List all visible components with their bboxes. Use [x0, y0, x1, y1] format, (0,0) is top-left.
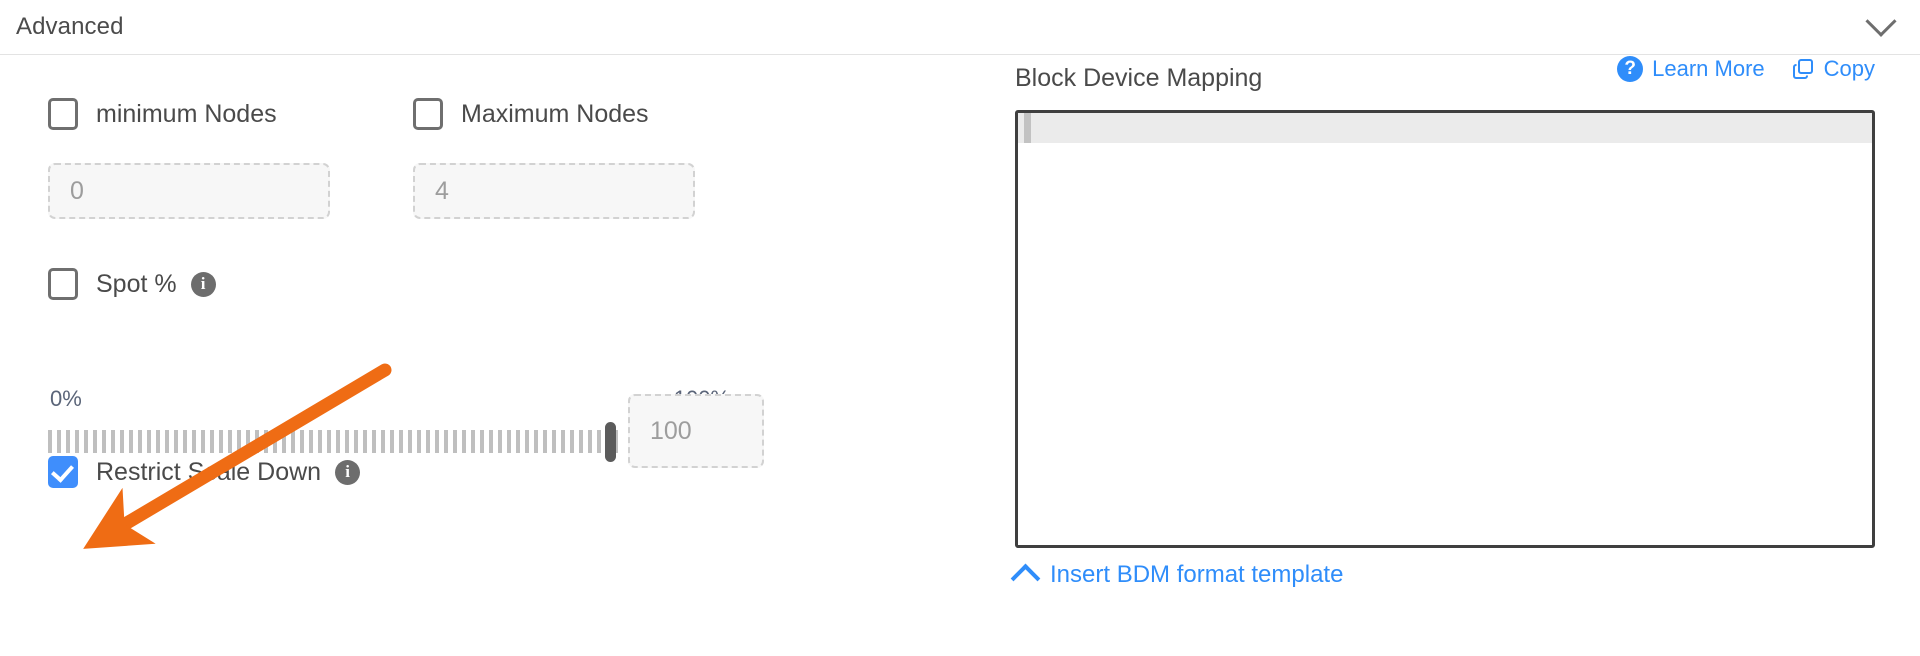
maximum-nodes-row: Maximum Nodes: [413, 98, 649, 130]
info-icon[interactable]: i: [190, 271, 216, 297]
slider-thumb[interactable]: [605, 422, 616, 462]
minimum-nodes-input[interactable]: [48, 163, 330, 219]
info-icon[interactable]: i: [335, 459, 361, 485]
collapse-section-button[interactable]: [1864, 5, 1898, 44]
maximum-nodes-input[interactable]: [413, 163, 695, 219]
restrict-scale-down-label: Restrict Scale Down: [96, 457, 322, 486]
spot-percent-label: Spot %: [96, 269, 177, 298]
spot-percent-slider[interactable]: [48, 422, 618, 462]
slider-min-label: 0%: [50, 386, 82, 411]
spot-percent-row: Spot % i: [48, 268, 216, 300]
insert-bdm-template-link[interactable]: Insert BDM format template: [1010, 561, 1344, 593]
copy-icon: [1791, 57, 1815, 81]
chevron-up-icon: [1010, 563, 1041, 593]
bdm-title: Block Device Mapping: [1015, 63, 1263, 92]
question-circle-icon: ?: [1617, 56, 1644, 82]
page-title: Advanced: [16, 13, 124, 40]
minimum-nodes-checkbox[interactable]: [48, 98, 78, 130]
learn-more-link[interactable]: ? Learn More: [1617, 56, 1765, 82]
advanced-section-header[interactable]: Advanced: [0, 0, 1920, 55]
bdm-header: Block Device Mapping ? Learn More Copy: [1015, 56, 1875, 100]
advanced-section-body: minimum Nodes Maximum Nodes Spot % i Res…: [0, 56, 1920, 656]
chevron-down-icon: [1865, 5, 1897, 37]
bdm-editor-textarea[interactable]: [1038, 115, 1862, 539]
insert-bdm-template-label: Insert BDM format template: [1050, 561, 1344, 588]
slider-ticks: [48, 430, 618, 453]
editor-gutter: [1024, 113, 1031, 143]
maximum-nodes-label: Maximum Nodes: [461, 99, 649, 128]
bdm-editor-box[interactable]: [1015, 110, 1875, 548]
bdm-actions: ? Learn More Copy: [1617, 56, 1875, 82]
learn-more-label: Learn More: [1652, 56, 1765, 81]
copy-label: Copy: [1823, 56, 1875, 81]
minimum-nodes-row: minimum Nodes: [48, 98, 277, 130]
copy-button[interactable]: Copy: [1791, 56, 1875, 82]
spot-percent-value-input[interactable]: [628, 394, 764, 468]
maximum-nodes-checkbox[interactable]: [413, 98, 443, 130]
restrict-scale-down-checkbox[interactable]: [48, 456, 78, 488]
spot-percent-checkbox[interactable]: [48, 268, 78, 300]
minimum-nodes-label: minimum Nodes: [96, 99, 277, 128]
restrict-scale-down-row: Restrict Scale Down i: [48, 456, 361, 488]
block-device-mapping-panel: Block Device Mapping ? Learn More Copy: [1010, 56, 1875, 593]
